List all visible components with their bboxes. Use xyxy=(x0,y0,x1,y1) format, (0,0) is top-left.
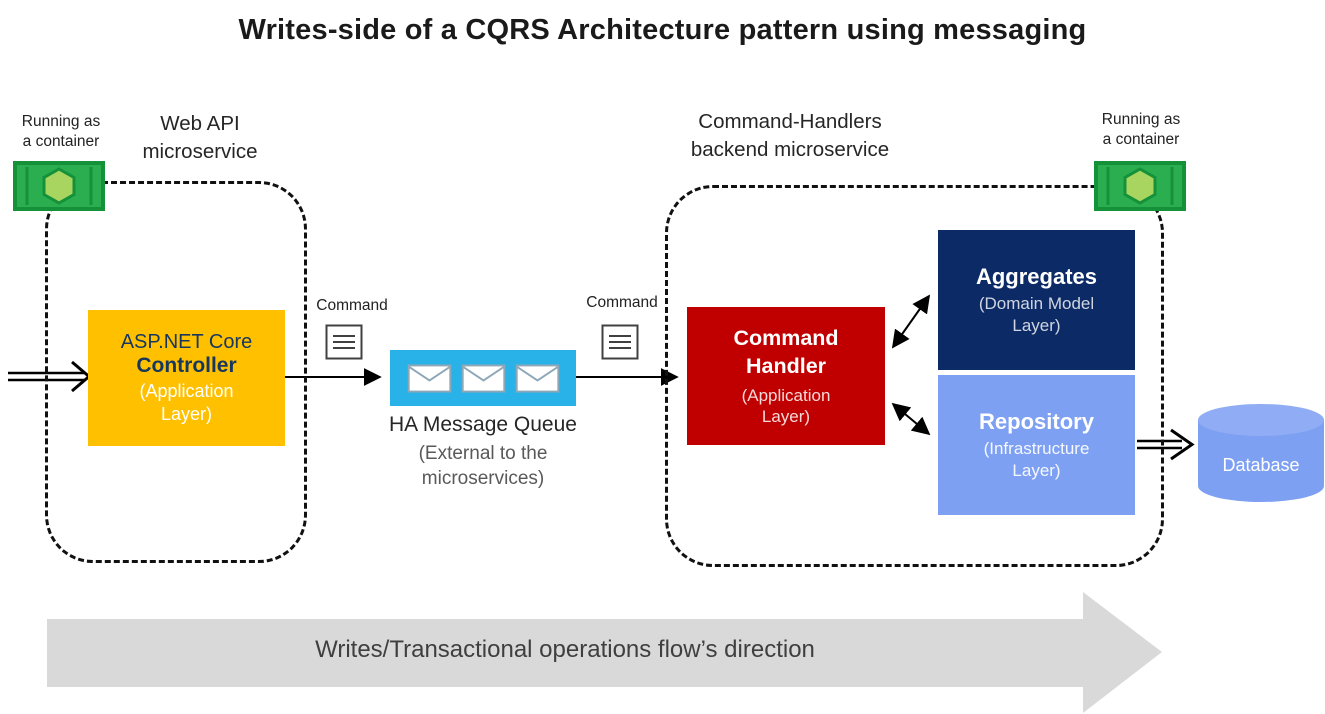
command-handler-layer-label: (Application Layer) xyxy=(741,385,831,426)
envelope-icon xyxy=(461,363,505,393)
queue-subtitle: (External to the microservices) xyxy=(418,443,548,489)
queue-title: HA Message Queue xyxy=(389,413,577,436)
envelope-icon xyxy=(407,363,451,393)
command-handler-box: Command Handler (Application Layer) xyxy=(687,307,885,445)
hexagon-icon xyxy=(1123,167,1157,205)
aggregates-title: Aggregates xyxy=(975,264,1098,290)
flow-direction-label: Writes/Transactional operations flow’s d… xyxy=(315,636,815,663)
container-icon xyxy=(13,161,105,211)
handler-aggregates-arrow xyxy=(891,294,931,349)
hexagon-icon xyxy=(42,167,76,205)
command-handlers-microservice-label: Command-Handlers backend microservice xyxy=(690,110,890,161)
command-label-right: Command xyxy=(586,294,658,311)
command-handler-title: Command Handler xyxy=(733,325,839,378)
running-as-container-label-left: Running as a container xyxy=(21,113,101,151)
command-message-icon xyxy=(325,324,363,360)
web-api-microservice-label: Web API microservice xyxy=(142,112,258,163)
command-label-left: Command xyxy=(316,297,388,314)
command-handlers-microservice-boundary xyxy=(665,185,1164,567)
repository-box: Repository (Infrastructure Layer) xyxy=(938,375,1135,515)
aspnet-controller-box: ASP.NET Core Controller (Application Lay… xyxy=(88,310,285,446)
handler-repository-arrow xyxy=(891,402,931,436)
controller-layer-label: (Application Layer) xyxy=(139,381,234,424)
repository-title: Repository xyxy=(979,409,1094,435)
diagram-title: Writes-side of a CQRS Architecture patte… xyxy=(238,14,1087,46)
controller-title: ASP.NET Core xyxy=(120,331,253,353)
web-api-microservice-boundary xyxy=(45,181,307,563)
container-icon xyxy=(1094,161,1186,211)
repository-layer-label: (Infrastructure Layer) xyxy=(983,439,1090,480)
controller-subtitle: Controller xyxy=(136,354,237,377)
envelope-icon xyxy=(515,363,559,393)
database-label: Database xyxy=(1222,455,1300,475)
aggregates-layer-label: (Domain Model Layer) xyxy=(978,294,1095,335)
aggregates-box: Aggregates (Domain Model Layer) xyxy=(938,230,1135,370)
command-message-icon xyxy=(601,324,639,360)
message-queue-box xyxy=(390,350,576,406)
flow-direction-arrow xyxy=(47,592,1162,713)
database-cylinder-icon xyxy=(1198,404,1324,502)
repository-to-database-arrow xyxy=(1137,428,1195,461)
running-as-container-label-right: Running as a container xyxy=(1101,111,1181,149)
